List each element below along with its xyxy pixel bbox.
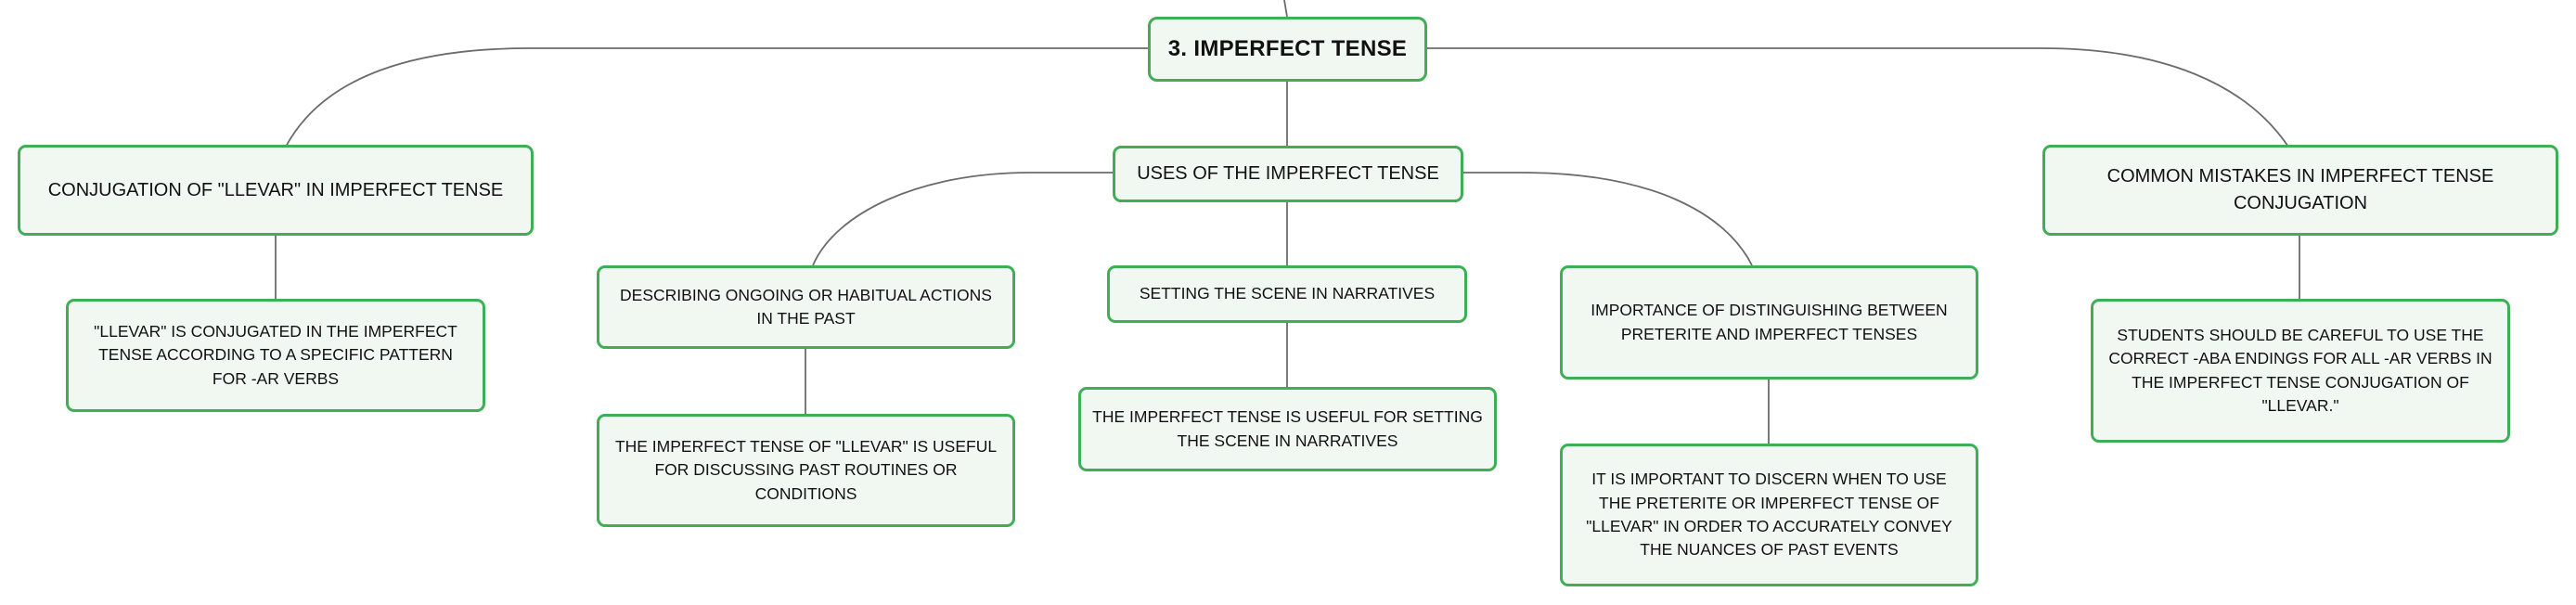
node-label: SETTING THE SCENE IN NARRATIVES	[1139, 284, 1436, 303]
root-node-label: 3. IMPERFECT TENSE	[1167, 35, 1408, 61]
node-uses-of-imperfect-tense[interactable]: USES OF THE IMPERFECT TENSE	[1113, 146, 1463, 202]
connector-root-to-conjugation	[285, 47, 1148, 148]
node-label: THE IMPERFECT TENSE IS USEFUL FOR SETTIN…	[1092, 407, 1483, 450]
connector-uses-to-distinguish	[1462, 172, 1753, 266]
node-setting-the-scene[interactable]: SETTING THE SCENE IN NARRATIVES	[1107, 265, 1467, 323]
node-label: IMPORTANCE OF DISTINGUISHING BETWEEN PRE…	[1591, 301, 1948, 343]
node-label: THE IMPERFECT TENSE OF "LLEVAR" IS USEFU…	[614, 436, 998, 503]
connector-root-to-parent	[1283, 0, 1288, 18]
node-label: DESCRIBING ONGOING OR HABITUAL ACTIONS I…	[620, 285, 992, 328]
node-conjugation-detail[interactable]: "LLEVAR" IS CONJUGATED IN THE IMPERFECT …	[66, 299, 485, 412]
connector-root-to-mistakes	[1426, 47, 2289, 148]
connector-uses-to-habitual	[812, 172, 1113, 266]
node-common-mistakes[interactable]: COMMON MISTAKES IN IMPERFECT TENSE CONJU…	[2042, 145, 2558, 236]
node-describing-ongoing-actions[interactable]: DESCRIBING ONGOING OR HABITUAL ACTIONS I…	[597, 265, 1015, 349]
node-conjugation-of-llevar[interactable]: CONJUGATION OF "LLEVAR" IN IMPERFECT TEN…	[18, 145, 534, 236]
node-label: IT IS IMPORTANT TO DISCERN WHEN TO USE T…	[1586, 470, 1952, 560]
node-label: USES OF THE IMPERFECT TENSE	[1137, 163, 1439, 184]
node-label: "LLEVAR" IS CONJUGATED IN THE IMPERFECT …	[94, 321, 457, 388]
node-label: COMMON MISTAKES IN IMPERFECT TENSE CONJU…	[2106, 166, 2494, 213]
node-importance-of-distinguishing[interactable]: IMPORTANCE OF DISTINGUISHING BETWEEN PRE…	[1560, 265, 1978, 380]
node-habitual-detail[interactable]: THE IMPERFECT TENSE OF "LLEVAR" IS USEFU…	[597, 414, 1015, 527]
node-distinguish-detail[interactable]: IT IS IMPORTANT TO DISCERN WHEN TO USE T…	[1560, 444, 1978, 586]
node-label: CONJUGATION OF "LLEVAR" IN IMPERFECT TEN…	[47, 179, 504, 200]
node-label: STUDENTS SHOULD BE CAREFUL TO USE THE CO…	[2108, 325, 2492, 415]
node-mistakes-detail[interactable]: STUDENTS SHOULD BE CAREFUL TO USE THE CO…	[2091, 299, 2510, 443]
node-scene-detail[interactable]: THE IMPERFECT TENSE IS USEFUL FOR SETTIN…	[1078, 387, 1497, 471]
root-node-imperfect-tense[interactable]: 3. IMPERFECT TENSE	[1148, 17, 1427, 82]
